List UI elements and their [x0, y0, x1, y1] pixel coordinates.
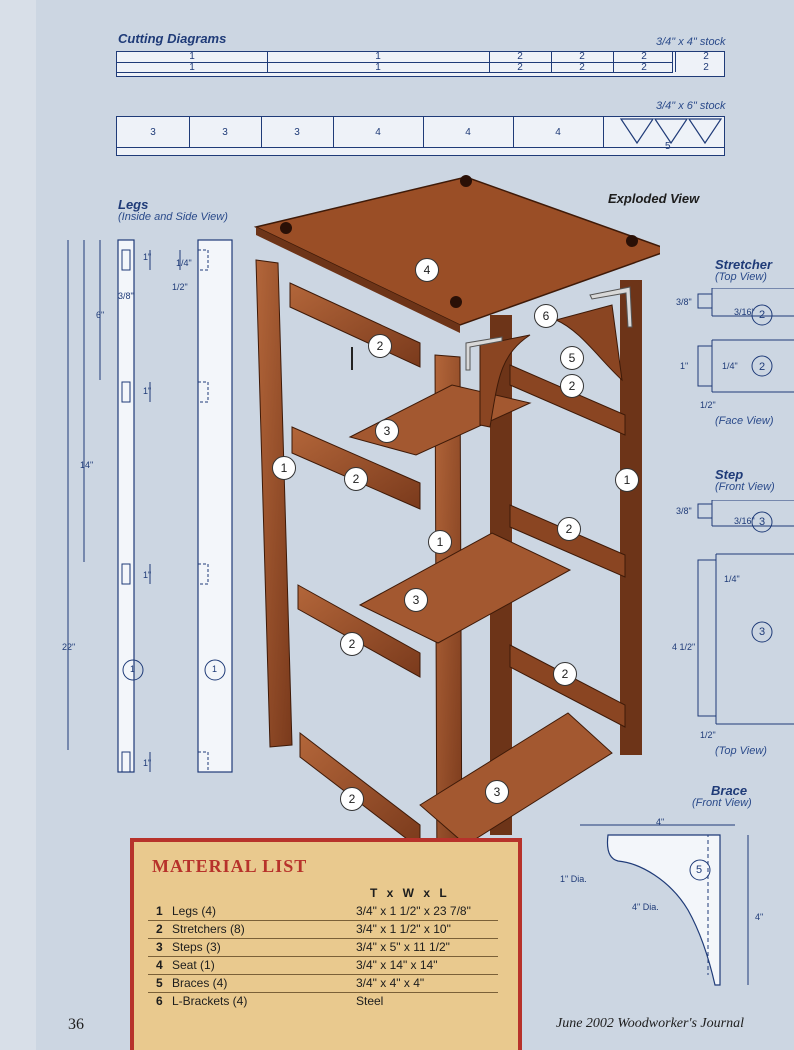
- step-dim-1-4: 1/4": [724, 574, 740, 584]
- step-front-view-label: (Front View): [715, 481, 775, 493]
- stock2-brace-label: 5: [665, 141, 671, 152]
- legs-dim-mortise-2: 1": [143, 386, 152, 396]
- stretcher-dim-1-2: 1/2": [700, 400, 716, 410]
- stock2-cell-step: 3: [261, 117, 334, 147]
- stock2-cell-step: 3: [117, 117, 190, 147]
- step-drawing: [697, 500, 794, 725]
- legs-dim-half: 1/2": [172, 282, 188, 292]
- legs-dim-22: 22": [62, 642, 76, 652]
- step-dim-3-16: 3/16": [734, 516, 755, 526]
- step-top-view-label: (Top View): [715, 745, 767, 757]
- brace-drawing: [580, 824, 749, 986]
- stock2-label: 3/4" x 6" stock: [656, 100, 726, 112]
- callout-bracket: 6: [534, 304, 558, 328]
- material-list-header: T x W x L: [370, 886, 450, 900]
- callout-step: 3: [375, 419, 399, 443]
- brace-nesting-shapes: [619, 118, 723, 145]
- callout-stretcher: 2: [557, 517, 581, 541]
- stretcher-drawing: [697, 288, 794, 393]
- legs-dim-width: 3/8": [118, 291, 134, 301]
- stock2-cell-step: 3: [189, 117, 262, 147]
- legs-dim-6: 6": [96, 310, 105, 320]
- callout-stretcher: 2: [553, 662, 577, 686]
- material-list-title: MATERIAL LIST: [152, 856, 308, 876]
- issue-footer: June 2002 Woodworker's Journal: [556, 1016, 744, 1031]
- step-part-front: 3: [759, 516, 766, 528]
- callout-stretcher: 2: [340, 632, 364, 656]
- callout-stretcher: 2: [344, 467, 368, 491]
- legs-part-label: 1: [130, 664, 136, 674]
- brace-dim-1-dia: 1" Dia.: [560, 874, 587, 884]
- legs-dim-mortise-top: 1": [143, 252, 152, 262]
- stretcher-dim-3-8: 3/8": [676, 297, 692, 307]
- legs-subtitle: (Inside and Side View): [118, 211, 228, 223]
- cutting-diagrams-title: Cutting Diagrams: [118, 31, 227, 46]
- legs-side-part-label: 1: [212, 664, 218, 674]
- stretcher-dim-1: 1": [680, 361, 689, 371]
- step-dim-4-5: 4 1/2": [672, 642, 696, 652]
- legs-dim-mortise-4: 1": [143, 758, 152, 768]
- callout-brace: 5: [560, 346, 584, 370]
- stretcher-part-top: 2: [759, 309, 766, 321]
- stretcher-dim-1-4: 1/4": [722, 361, 738, 371]
- step-dim-1-2: 1/2": [700, 730, 716, 740]
- callout-stretcher: 2: [340, 787, 364, 811]
- stock2-board: 3 3 3 4 4 4 5: [116, 116, 725, 156]
- legs-title: Legs: [118, 197, 149, 212]
- stretcher-part-face: 2: [759, 361, 766, 373]
- callout-leg: 1: [428, 530, 452, 554]
- exploded-view-title: Exploded View: [608, 191, 700, 206]
- callout-stretcher: 2: [368, 334, 392, 358]
- step-title: Step: [715, 467, 744, 482]
- brace-dim-height: 4": [755, 912, 764, 922]
- stock1-label: 3/4" x 4" stock: [656, 36, 726, 48]
- brace-dim-width: 4": [656, 817, 665, 827]
- brace-front-view-label: (Front View): [692, 797, 752, 809]
- step-part-top: 3: [759, 626, 766, 638]
- callout-leg: 1: [615, 468, 639, 492]
- callout-step: 3: [485, 780, 509, 804]
- stretcher-title: Stretcher: [715, 257, 773, 272]
- callout-seat: 4: [415, 258, 439, 282]
- legs-drawing: [67, 239, 233, 773]
- exploded-view-drawing: [253, 175, 660, 891]
- callout-leg: 1: [272, 456, 296, 480]
- brace-part-label: 5: [696, 864, 703, 876]
- stock2-cell-seat: 4: [513, 117, 604, 147]
- stretcher-face-view-label: (Face View): [715, 415, 774, 427]
- page-margin: [0, 0, 36, 1050]
- stretcher-top-view-label: (Top View): [715, 271, 767, 283]
- stock2-cell-seat: 4: [333, 117, 424, 147]
- stock2-cell-seat: 4: [423, 117, 514, 147]
- callout-stretcher: 2: [560, 374, 584, 398]
- page-number: 36: [68, 1016, 84, 1033]
- legs-dim-mortise-3: 1": [143, 570, 152, 580]
- brace-title: Brace: [711, 783, 748, 798]
- brace-dim-4-dia: 4" Dia.: [632, 902, 659, 912]
- stretcher-dim-3-16: 3/16": [734, 307, 755, 317]
- callout-step: 3: [404, 588, 428, 612]
- step-dim-3-8: 3/8": [676, 506, 692, 516]
- legs-dim-14: 14": [80, 460, 94, 470]
- legs-dim-quarter: 1/4": [176, 258, 192, 268]
